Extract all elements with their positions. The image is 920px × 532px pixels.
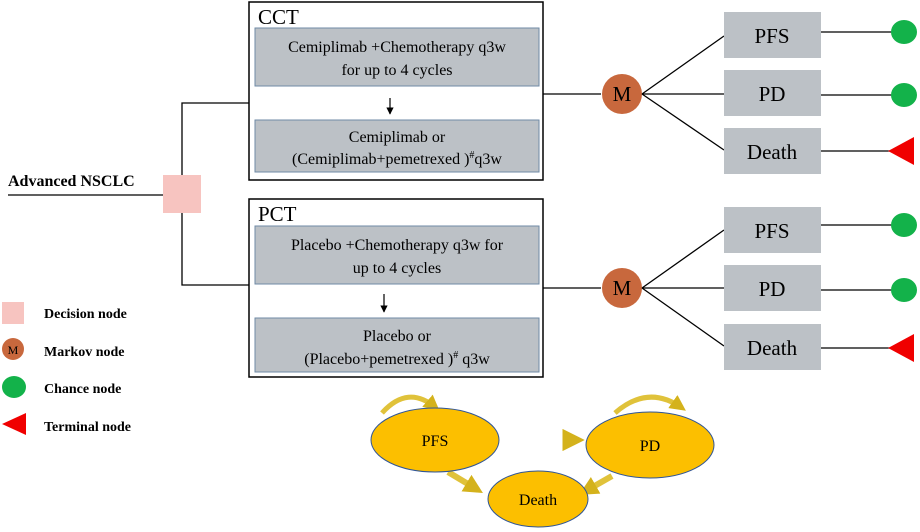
arm-pct-step1-line2: up to 4 cycles: [353, 260, 441, 277]
arm-cct-step1-line1: Cemiplimab +Chemotherapy q3w: [288, 39, 506, 56]
decision-branch-lines: [181, 102, 250, 175]
legend-markov-label: Markov node: [44, 345, 125, 360]
transition-diagram: PFS PD Death: [370, 394, 715, 528]
state-death-label: Death: [519, 492, 557, 509]
arm-pct-state-pd-box: [724, 265, 821, 311]
arm-cct-step2-line2: (Cemiplimab+pemetrexed )#q3w: [292, 150, 502, 168]
arm-pct-edge-death: [641, 287, 725, 347]
arm-cct-chance-node-pd: [891, 83, 917, 107]
arm-cct-state-pd: PD: [759, 82, 786, 106]
state-pd-label: PD: [640, 438, 660, 455]
legend-decision-label: Decision node: [44, 307, 127, 322]
decision-node: [163, 175, 201, 213]
arm-pct-step2-box: [254, 317, 540, 373]
arm-cct-edge-pfs: [641, 35, 725, 95]
root-label: Advanced NSCLC: [8, 173, 135, 190]
state-pfs-label: PFS: [422, 433, 449, 450]
arm-cct-step1-line2: for up to 4 cycles: [341, 62, 452, 79]
legend-markov-symbol-label: M: [8, 343, 19, 357]
arm-pct-markov-label: M: [613, 276, 632, 300]
arm-cct-state-death-box: [724, 128, 821, 174]
arm-cct-chance-node-pfs: [891, 20, 917, 44]
arm-cct-edge-death: [641, 93, 725, 151]
arm-pct: PCT Placebo +Chemotherapy q3w for up to …: [248, 198, 917, 378]
state-death-ellipse: [487, 470, 589, 528]
arm-cct-step2-box: [254, 119, 540, 173]
arm-pct-state-death: Death: [747, 336, 798, 360]
pfs-to-death-arrow: [446, 469, 483, 493]
arm-cct-state-pd-box: [724, 70, 821, 116]
arm-pct-chance-node-pfs: [891, 213, 917, 237]
legend-chance-symbol: [2, 376, 26, 398]
arm-cct-markov-label: M: [613, 82, 632, 106]
arm-pct-step1-box: [254, 225, 540, 285]
arm-pct-state-pd: PD: [759, 277, 786, 301]
arm-cct: CCT Cemiplimab +Chemotherapy q3w for up …: [248, 1, 917, 181]
legend-markov-symbol: [2, 338, 24, 360]
arm-cct-markov-node: [602, 74, 642, 114]
arm-pct-chance-node-pd: [891, 278, 917, 302]
arm-cct-state-pfs: PFS: [754, 24, 789, 48]
arm-cct-terminal-node: [888, 137, 914, 165]
arm-pct-step1-line1: Placebo +Chemotherapy q3w for: [291, 237, 504, 254]
arm-pct-markov-node: [602, 268, 642, 308]
arm-cct-step2-line1: Cemiplimab or: [349, 129, 446, 146]
arm-pct-step2-line2: (Placebo+pemetrexed )# q3w: [304, 350, 490, 368]
state-pfs-ellipse: [370, 407, 500, 473]
arm-cct-state-pfs-box: [724, 12, 821, 58]
arm-pct-state-death-box: [724, 324, 821, 370]
pfs-self-loop-arrow: [380, 394, 440, 415]
arm-pct-state-pfs-box: [724, 207, 821, 253]
arm-pct-terminal-node: [888, 334, 914, 362]
arm-cct-state-death: Death: [747, 140, 798, 164]
arm-cct-title: CCT: [258, 5, 299, 29]
arm-pct-state-pfs: PFS: [754, 219, 789, 243]
arm-pct-edge-pfs: [641, 229, 725, 289]
legend-terminal-label: Terminal node: [44, 420, 131, 435]
state-pd-ellipse: [585, 411, 715, 479]
pd-self-loop-arrow: [613, 394, 686, 415]
decision-branch-lines-lower: [181, 213, 250, 286]
legend-chance-label: Chance node: [44, 382, 121, 397]
pd-to-death-arrow: [578, 473, 614, 495]
arm-cct-step1-box: [254, 27, 540, 87]
arm-pct-title: PCT: [258, 202, 297, 226]
legend-decision-symbol: [2, 302, 24, 324]
legend: Decision node M Markov node Chance node …: [2, 302, 131, 435]
legend-terminal-symbol: [2, 413, 26, 435]
arm-pct-step2-line1: Placebo or: [363, 328, 432, 345]
